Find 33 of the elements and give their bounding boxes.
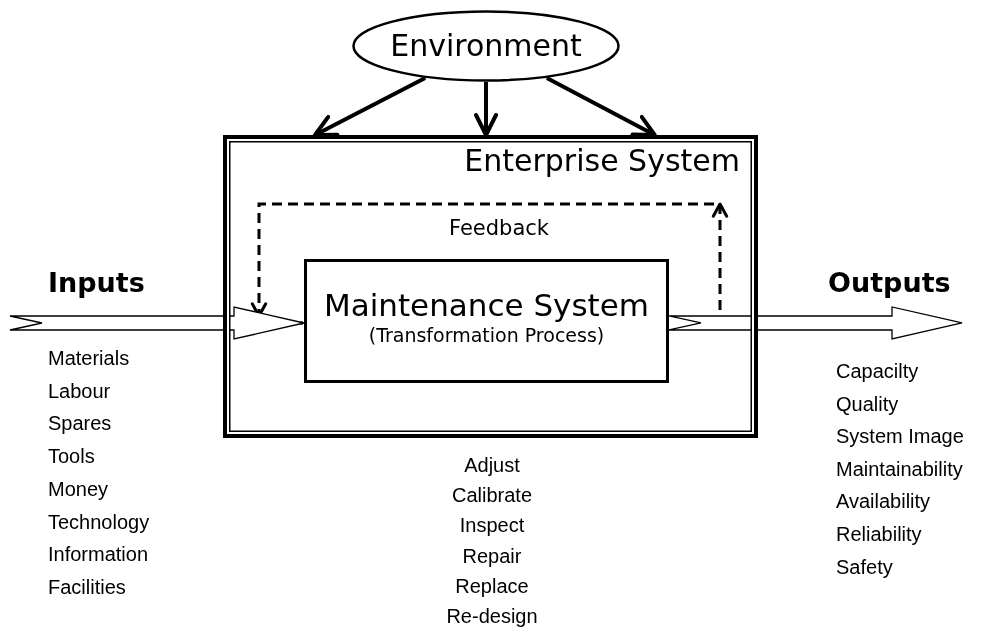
list-item: Adjust (464, 454, 520, 476)
block-arrow (9, 306, 305, 340)
list-item: Tools (48, 445, 95, 468)
process-box (304, 259, 669, 383)
list-item: Capacilty (836, 360, 919, 382)
list-item: Labour (48, 379, 111, 402)
list-item: Inspect (459, 514, 525, 537)
list-item: Replace (455, 574, 529, 597)
list-item: Re-design (446, 605, 538, 627)
list-item: Maintainability (836, 457, 963, 480)
list-item: Materials (48, 347, 130, 369)
node-title: Environment (390, 28, 582, 64)
system-boundary-box (223, 135, 758, 438)
list-item: Calibrate (452, 484, 532, 507)
list-item: Safety (836, 555, 893, 578)
list-item: Reliability (836, 523, 922, 545)
node-title: Enterprise System (464, 143, 740, 179)
block-arrow (668, 306, 963, 340)
node-subtitle: (Transformation Process) (368, 324, 605, 347)
list-item: Quality (836, 392, 899, 415)
list-item: Information (48, 543, 149, 566)
column-heading: Outputs (828, 266, 951, 300)
list-item: Availability (836, 490, 931, 513)
list-item: System Image (836, 425, 964, 448)
column-heading: Inputs (48, 266, 145, 300)
list-item: Technology (48, 510, 150, 533)
list-item: Money (48, 477, 109, 500)
list-item: Facilities (48, 575, 126, 598)
node-title: Maintenance System (323, 287, 650, 325)
edge-label: Feedback (449, 216, 549, 240)
list-item: Repair (462, 544, 522, 567)
ellipse-node (352, 10, 620, 82)
list-item: Spares (48, 412, 112, 435)
